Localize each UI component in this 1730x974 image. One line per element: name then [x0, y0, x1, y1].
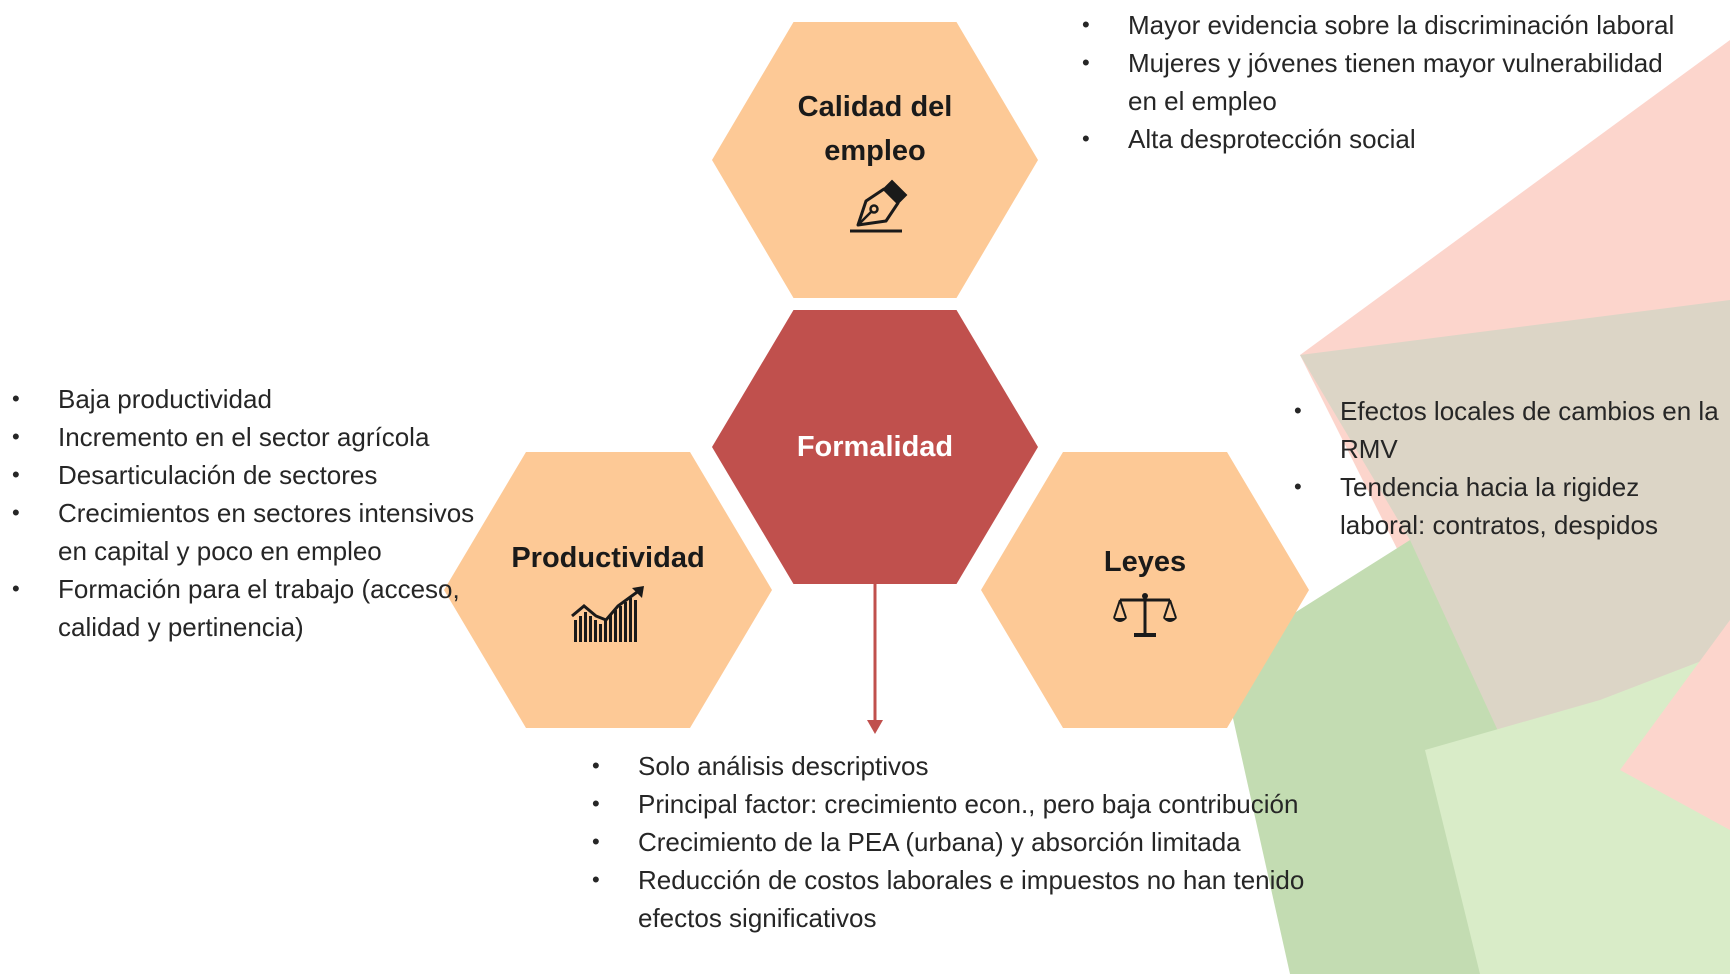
list-item: Alta desprotección social [1078, 120, 1678, 158]
list-item: Incremento en el sector agrícola [8, 418, 478, 456]
bullet-list-calidad: Mayor evidencia sobre la discriminación … [1078, 6, 1678, 158]
hex-title-leyes: Leyes [1103, 546, 1187, 578]
list-item: Formación para el trabajo (acceso, calid… [8, 570, 478, 646]
bullet-list-formalidad: Solo análisis descriptivos Principal fac… [588, 747, 1318, 937]
hex-title-calidad: Calidad del empleo [797, 91, 953, 167]
list-item: Baja productividad [8, 380, 478, 418]
list-item: Solo análisis descriptivos [588, 747, 1318, 785]
list-item: Efectos locales de cambios en la RMV [1290, 392, 1720, 468]
hex-title-formalidad: Formalidad [796, 431, 954, 463]
list-item: Reducción de costos laborales e impuesto… [588, 861, 1318, 937]
list-item: Principal factor: crecimiento econ., per… [588, 785, 1318, 823]
bg-pink-wedge [1620, 620, 1730, 830]
bullet-list-productividad: Baja productividad Incremento en el sect… [8, 380, 478, 646]
list-item: Mayor evidencia sobre la discriminación … [1078, 6, 1678, 44]
bullet-list-leyes: Efectos locales de cambios en la RMV Ten… [1290, 392, 1720, 544]
list-item: Mujeres y jóvenes tienen mayor vulnerabi… [1078, 44, 1678, 120]
list-item: Desarticulación de sectores [8, 456, 478, 494]
pen-nib-icon [850, 179, 908, 233]
hex-title-productividad: Productividad [511, 542, 705, 574]
list-item: Crecimiento de la PEA (urbana) y absorci… [588, 823, 1318, 861]
list-item: Tendencia hacia la rigidez laboral: cont… [1290, 468, 1720, 544]
list-item: Crecimientos en sectores intensivos en c… [8, 494, 478, 570]
growth-chart-icon [571, 586, 644, 642]
balance-scale-icon [1113, 593, 1177, 637]
